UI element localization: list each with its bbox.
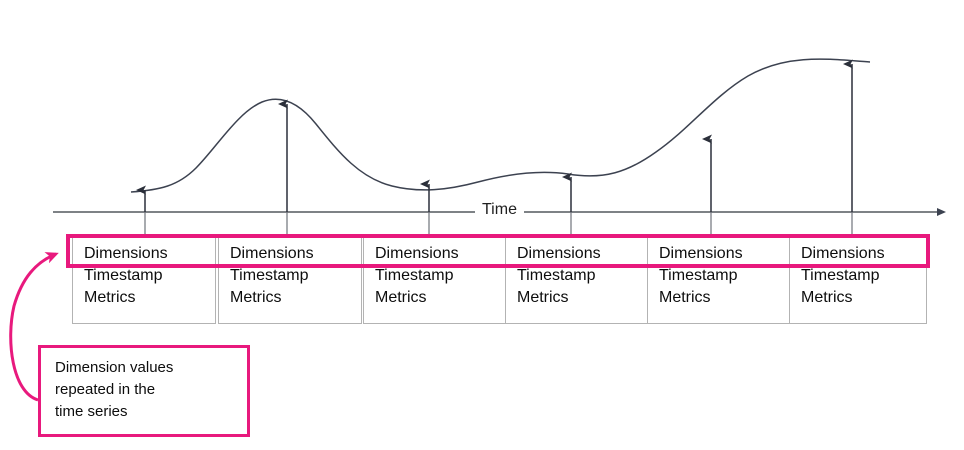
record-field-dimensions: Dimensions	[517, 245, 601, 262]
record-field-timestamp: Timestamp	[230, 267, 309, 284]
record-field-timestamp: Timestamp	[84, 267, 163, 284]
record-field-dimensions: Dimensions	[84, 245, 168, 262]
record-box: Dimensions Timestamp Metrics	[505, 236, 649, 324]
record-box: Dimensions Timestamp Metrics	[218, 236, 362, 324]
record-field-dimensions: Dimensions	[230, 245, 314, 262]
record-field-metrics: Metrics	[84, 289, 136, 306]
time-series-curve	[130, 58, 871, 193]
record-field-timestamp: Timestamp	[517, 267, 596, 284]
callout-connector-arrow	[9, 252, 59, 402]
record-box: Dimensions Timestamp Metrics	[789, 236, 927, 324]
callout-line: Dimension values	[55, 359, 174, 376]
record-field-dimensions: Dimensions	[801, 245, 885, 262]
sample-value-arrows	[136, 59, 853, 212]
record-field-metrics: Metrics	[375, 289, 427, 306]
record-field-timestamp: Timestamp	[801, 267, 880, 284]
dimensions-row-highlight	[66, 234, 930, 268]
record-field-dimensions: Dimensions	[659, 245, 743, 262]
record-field-timestamp: Timestamp	[375, 267, 454, 284]
record-field-metrics: Metrics	[659, 289, 711, 306]
record-field-metrics: Metrics	[230, 289, 282, 306]
callout-line: time series	[55, 403, 128, 420]
record-field-timestamp: Timestamp	[659, 267, 738, 284]
axis-label-time: Time	[475, 200, 524, 220]
record-box: Dimensions Timestamp Metrics	[363, 236, 507, 324]
record-field-metrics: Metrics	[517, 289, 569, 306]
record-field-dimensions: Dimensions	[375, 245, 459, 262]
record-field-metrics: Metrics	[801, 289, 853, 306]
record-box: Dimensions Timestamp Metrics	[72, 236, 216, 324]
record-box: Dimensions Timestamp Metrics	[647, 236, 791, 324]
callout-box: Dimension values repeated in the time se…	[38, 345, 250, 437]
callout-line: repeated in the	[55, 381, 156, 398]
